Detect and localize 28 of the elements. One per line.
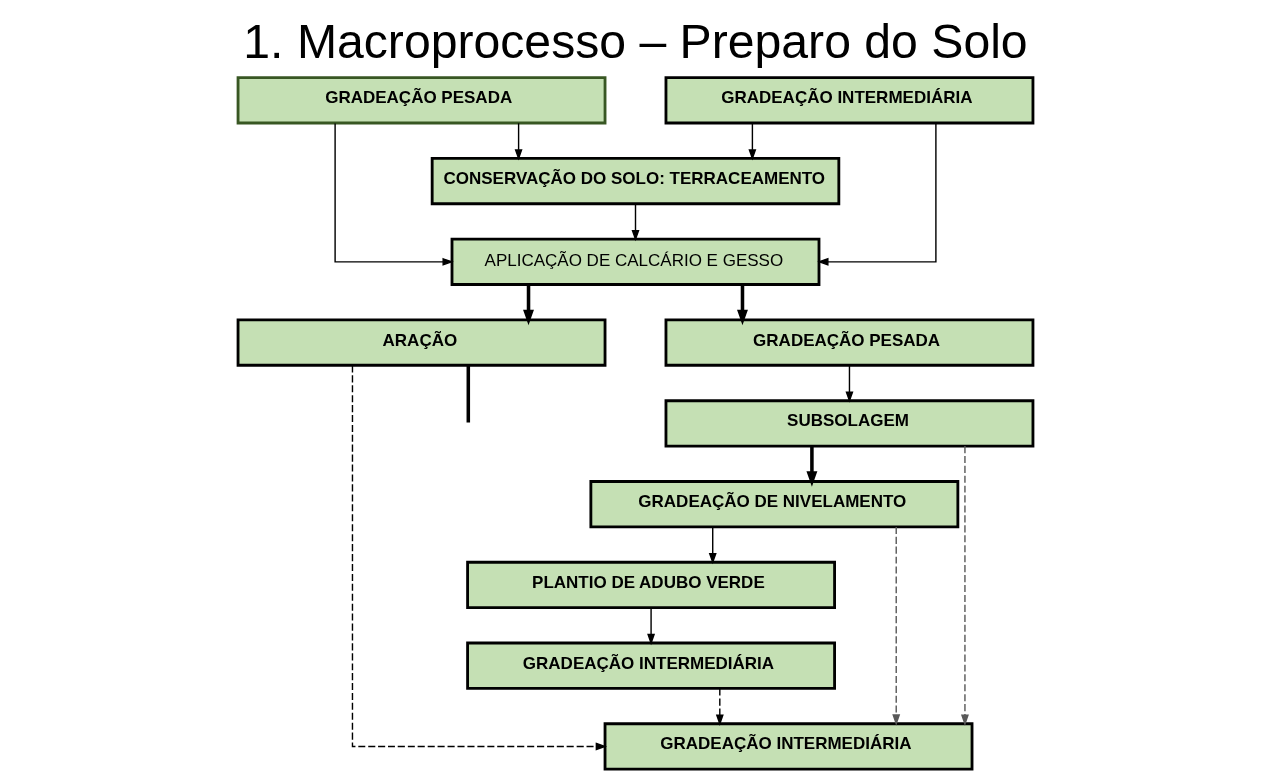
- node-box: GRADEAÇÃO PESADA: [664, 318, 1034, 367]
- node-box: SUBSOLAGEM: [664, 399, 1034, 448]
- node-box: APLICAÇÃO DE CALCÁRIO E GESSO: [450, 237, 820, 286]
- node-box: GRADEAÇÃO DE NIVELAMENTO: [588, 480, 959, 529]
- arrow: [805, 446, 817, 487]
- node-box: GRADEAÇÃO INTERMEDIÁRIA: [465, 641, 836, 690]
- arrow: [333, 122, 454, 266]
- arrow: [747, 122, 756, 161]
- node-box: ARAÇÃO: [236, 318, 606, 367]
- arrow: [646, 607, 655, 646]
- node-box: PLANTIO DE ADUBO VERDE: [465, 560, 836, 609]
- arrow: [891, 526, 900, 726]
- arrow: [715, 687, 724, 726]
- arrow: [631, 203, 639, 242]
- connector: [466, 365, 470, 423]
- arrow: [708, 526, 717, 565]
- arrow: [522, 284, 534, 326]
- node-box: GRADEAÇÃO PESADA: [236, 76, 606, 125]
- node-box: GRADEAÇÃO INTERMEDIÁRIA: [664, 76, 1034, 125]
- arrow: [816, 122, 937, 266]
- arrow: [514, 122, 523, 161]
- diagram-title: 1. Macroprocesso – Preparo do Solo: [242, 14, 1028, 69]
- arrow: [736, 284, 748, 326]
- arrow: [844, 364, 853, 403]
- node-box: CONSERVAÇÃO DO SOLO: TERRACEAMENTO: [430, 157, 840, 206]
- arrow: [351, 364, 607, 751]
- node-box: GRADEAÇÃO INTERMEDIÁRIA: [603, 722, 973, 771]
- arrow: [960, 445, 969, 726]
